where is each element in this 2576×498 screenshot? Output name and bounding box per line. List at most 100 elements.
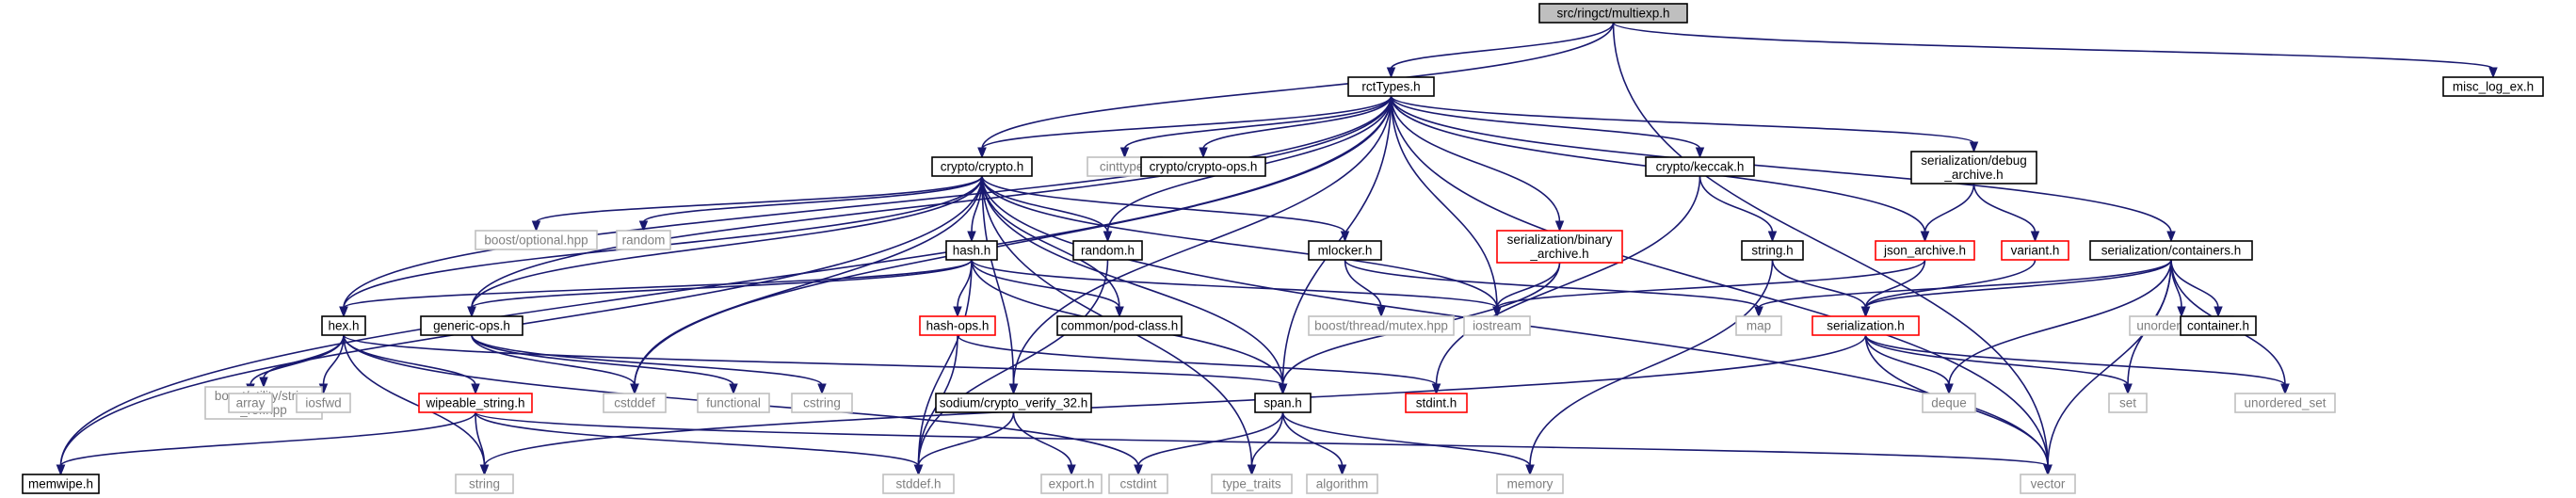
node-export: export.h (1040, 474, 1103, 494)
arrowhead-serialization-to-set (2123, 383, 2133, 395)
node-serialization-box (1811, 315, 1920, 336)
edge-rctTypes-to-debug_archive (1390, 95, 1975, 144)
edge-multiexp-to-rctTypes (1390, 22, 1615, 70)
node-crypto[interactable]: crypto/crypto.h (931, 156, 1033, 177)
node-wipeable_string[interactable]: wipeable_string.h (418, 393, 533, 413)
node-span[interactable]: span.h (1254, 393, 1312, 413)
node-hash_h-box (945, 240, 998, 261)
node-hex[interactable]: hex.h (321, 315, 366, 336)
node-binary_archive-label: serialization/binary (1507, 233, 1613, 247)
node-crypto_ops[interactable]: crypto/crypto-ops.h (1140, 156, 1266, 177)
node-crypto-box (931, 156, 1033, 177)
node-set-label: set (2119, 396, 2136, 410)
arrowhead-sodium-to-export (1067, 464, 1076, 476)
node-deque-label: deque (1931, 396, 1967, 410)
edge-serialization-to-set (1864, 334, 2129, 386)
node-binary_archive[interactable]: serialization/binary_archive.h (1496, 230, 1623, 264)
node-set-box (2108, 393, 2148, 413)
edge-containers-to-vector (2047, 259, 2172, 467)
edge-rctTypes-to-generic_ops (471, 95, 1393, 309)
node-hash_ops[interactable]: hash-ops.h (919, 315, 996, 336)
edge-random_h-to-stddef (917, 259, 1109, 467)
node-container[interactable]: container.h (2180, 315, 2257, 336)
arrowhead-rctTypes-to-keccak (1695, 147, 1705, 159)
edge-wipeable_string-to-memwipe (59, 411, 476, 467)
node-string_h[interactable]: string.h (1741, 240, 1804, 261)
node-multiexp[interactable]: src/ringct/multiexp.h (1538, 3, 1688, 24)
node-sodium-label: sodium/crypto_verify_32.h (940, 396, 1088, 410)
node-string_h-label: string.h (1751, 244, 1793, 258)
node-misc_log[interactable]: misc_log_ex.h (2442, 76, 2544, 97)
edge-multiexp-to-vector (1612, 22, 2049, 467)
node-json_archive[interactable]: json_archive.h (1875, 240, 1975, 261)
node-stdint[interactable]: stdint.h (1405, 393, 1468, 413)
node-hash_h[interactable]: hash.h (945, 240, 998, 261)
edge-containers-to-deque (1948, 259, 2172, 386)
edge-multiexp-to-crypto (981, 22, 1615, 150)
node-serialization[interactable]: serialization.h (1811, 315, 1920, 336)
node-boost_mutex-label: boost/thread/mutex.hpp (1314, 319, 1448, 333)
node-algorithm-box (1306, 474, 1378, 494)
node-memwipe-box (22, 474, 100, 494)
arrowhead-hex-to-wipeable_string (471, 383, 480, 395)
node-rctTypes[interactable]: rctTypes.h (1347, 76, 1435, 97)
node-boost_optional-box (475, 230, 598, 250)
arrowhead-multiexp-to-rctTypes (1386, 67, 1396, 79)
edge-sodium-to-stddef (917, 411, 1015, 467)
node-pod_class-box (1056, 315, 1183, 336)
arrowhead-hex-to-span (1278, 383, 1288, 395)
node-iostream-label: iostream (1473, 319, 1521, 333)
node-rctTypes-box (1347, 76, 1435, 97)
arrowhead-crypto-to-boost_optional (531, 220, 541, 233)
arrowhead-rctTypes-to-crypto (977, 147, 987, 159)
edge-span-to-type_traits (1250, 411, 1284, 467)
node-memwipe[interactable]: memwipe.h (22, 474, 100, 494)
node-deque: deque (1922, 393, 1976, 413)
node-mlocker[interactable]: mlocker.h (1308, 240, 1382, 261)
node-memory: memory (1496, 474, 1564, 494)
node-sodium[interactable]: sodium/crypto_verify_32.h (935, 393, 1092, 413)
node-set: set (2108, 393, 2148, 413)
edge-crypto-to-boost_optional (535, 175, 983, 223)
arrowhead-generic_ops-to-functional (729, 383, 738, 395)
edge-crypto-to-pod_class (981, 175, 1120, 309)
node-hex-label: hex.h (328, 319, 359, 333)
edge-hash_h-to-hex (343, 259, 973, 309)
arrowhead-rctTypes-to-cinttypes (1119, 147, 1130, 159)
node-unordered_set-box (2234, 393, 2336, 413)
edge-variant-to-serialization (1864, 259, 2037, 309)
node-generic_ops[interactable]: generic-ops.h (420, 315, 523, 336)
arrowhead-span-to-cstdint (1134, 464, 1143, 476)
node-keccak[interactable]: crypto/keccak.h (1645, 156, 1755, 177)
edge-generic_ops-to-cstddef (471, 334, 636, 386)
node-random-box (616, 230, 671, 250)
node-variant[interactable]: variant.h (2001, 240, 2069, 261)
edge-string_h-to-serialization (1771, 259, 1867, 309)
node-containers[interactable]: serialization/containers.h (2089, 240, 2253, 261)
node-algorithm: algorithm (1306, 474, 1378, 494)
node-boost_mutex: boost/thread/mutex.hpp (1308, 315, 1455, 336)
arrowhead-rctTypes-to-containers (2166, 231, 2176, 243)
arrowhead-rctTypes-to-binary_archive (1554, 220, 1565, 233)
edge-rctTypes-to-iostream (1390, 95, 1498, 309)
node-debug_archive[interactable]: serialization/debug_archive.h (1910, 151, 2037, 185)
node-iostream-box (1463, 315, 1531, 336)
edge-wipeable_string-to-stddef (475, 411, 920, 467)
edge-crypto-to-iostream (981, 175, 1498, 309)
node-pod_class[interactable]: common/pod-class.h (1056, 315, 1183, 336)
node-stddef-box (882, 474, 955, 494)
node-debug_archive-label: _archive.h (1943, 168, 2003, 182)
node-random_h-box (1072, 240, 1143, 261)
node-stddef-label: stddef.h (895, 477, 941, 491)
edge-json_archive-to-iostream (1496, 259, 1926, 309)
arrowhead-wipeable_string-to-memwipe (56, 464, 66, 476)
node-misc_log-box (2442, 76, 2544, 97)
node-random_h[interactable]: random.h (1072, 240, 1143, 261)
node-array-label: array (236, 396, 266, 410)
node-functional-label: functional (706, 396, 761, 410)
arrowhead-hash_ops-to-stdint (1431, 383, 1441, 395)
node-functional: functional (697, 393, 770, 413)
node-cstdint: cstdint (1108, 474, 1168, 494)
arrowhead-crypto-to-random (638, 220, 649, 233)
node-string-label: string (469, 477, 500, 491)
